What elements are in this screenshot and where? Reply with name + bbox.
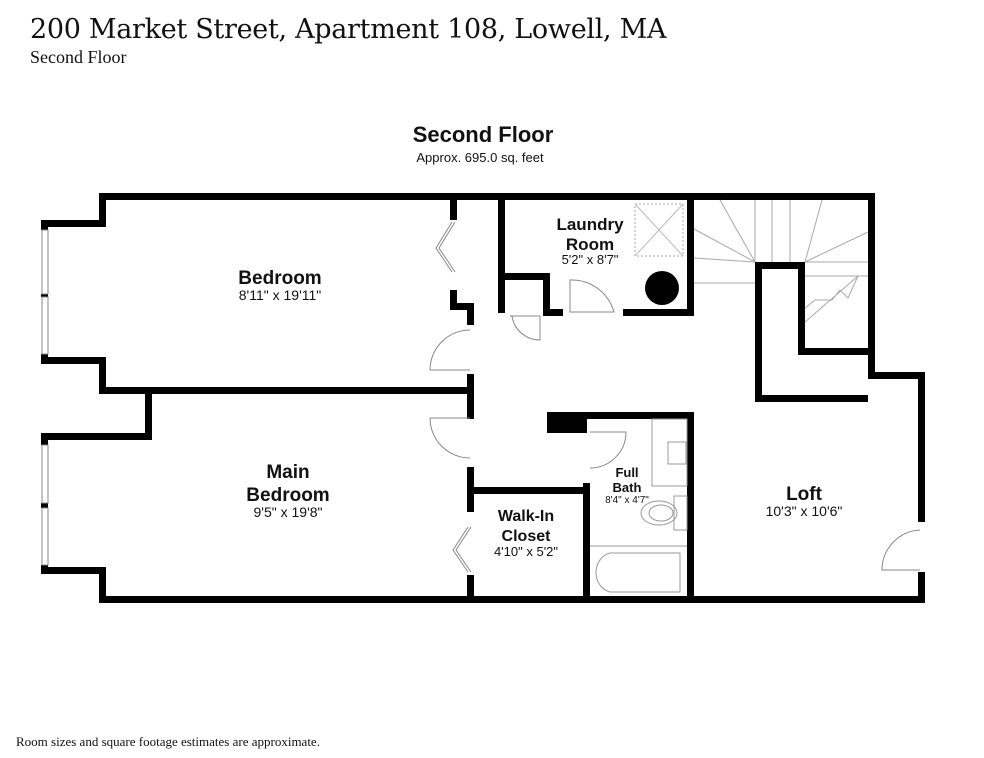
room-name: Bath [613,480,642,495]
toilet-tank-icon [673,495,688,531]
vanity-icon [651,418,688,487]
property-address: 200 Market Street, Apartment 108, Lowell… [30,14,667,45]
bifold-door-icon [435,221,453,273]
room-laundry: Laundry Room 5'2" x 8'7" [556,215,624,267]
room-bedroom: Bedroom 8'11" x 19'11" [238,268,321,303]
door-swing-icon [589,431,627,469]
windows [41,229,49,566]
walls [41,193,925,603]
room-dims: 8'11" x 19'11" [239,287,322,303]
room-dims: 5'2" x 8'7" [562,252,619,267]
door-swing-icon [569,279,615,313]
room-dims: 9'5" x 19'8" [254,504,323,520]
room-name: Bedroom [238,268,321,289]
water-heater-icon [645,271,679,305]
door-swing-icon [429,329,471,371]
bathtub-icon [595,552,681,593]
room-name: Closet [502,528,552,545]
room-full-bath: Full Bath 8'4" x 4'7" [605,465,649,506]
door-swing-icon [429,417,471,459]
floor-subtitle: Second Floor [30,47,127,67]
room-name: Main [266,462,309,483]
disclaimer-note: Room sizes and square footage estimates … [16,734,320,749]
bath-fixtures [590,418,688,593]
room-name: Walk-In [498,508,554,525]
room-name: Room [566,235,614,254]
room-dims: 10'3" x 10'6" [766,503,843,519]
washer-icon [634,203,684,257]
room-name: Bedroom [246,485,329,506]
toilet-icon [640,500,678,526]
room-dims: 4'10" x 5'2" [494,544,558,559]
door-swing-icon [881,529,921,571]
plan-area: Approx. 695.0 sq. feet [416,150,544,165]
plan-title: Second Floor [413,122,554,147]
stairs-icon [693,199,869,323]
room-name: Loft [786,484,823,505]
bedroom-window-1 [41,229,49,295]
sink-icon [667,441,687,465]
room-loft: Loft 10'3" x 10'6" [766,484,843,519]
room-name: Laundry [556,215,624,234]
room-dims: 8'4" x 4'7" [605,495,649,506]
doors [429,221,921,573]
room-main-bedroom: Main Bedroom 9'5" x 19'8" [246,462,329,520]
laundry-fixtures [634,203,684,305]
bifold-door-icon [452,526,469,573]
door-swing-icon [510,315,541,341]
room-walk-in-closet: Walk-In Closet 4'10" x 5'2" [494,508,558,559]
main-bedroom-window-1 [41,444,49,504]
room-name: Full [615,465,638,480]
main-bedroom-window-2 [41,507,49,566]
bedroom-window-2 [41,296,49,355]
